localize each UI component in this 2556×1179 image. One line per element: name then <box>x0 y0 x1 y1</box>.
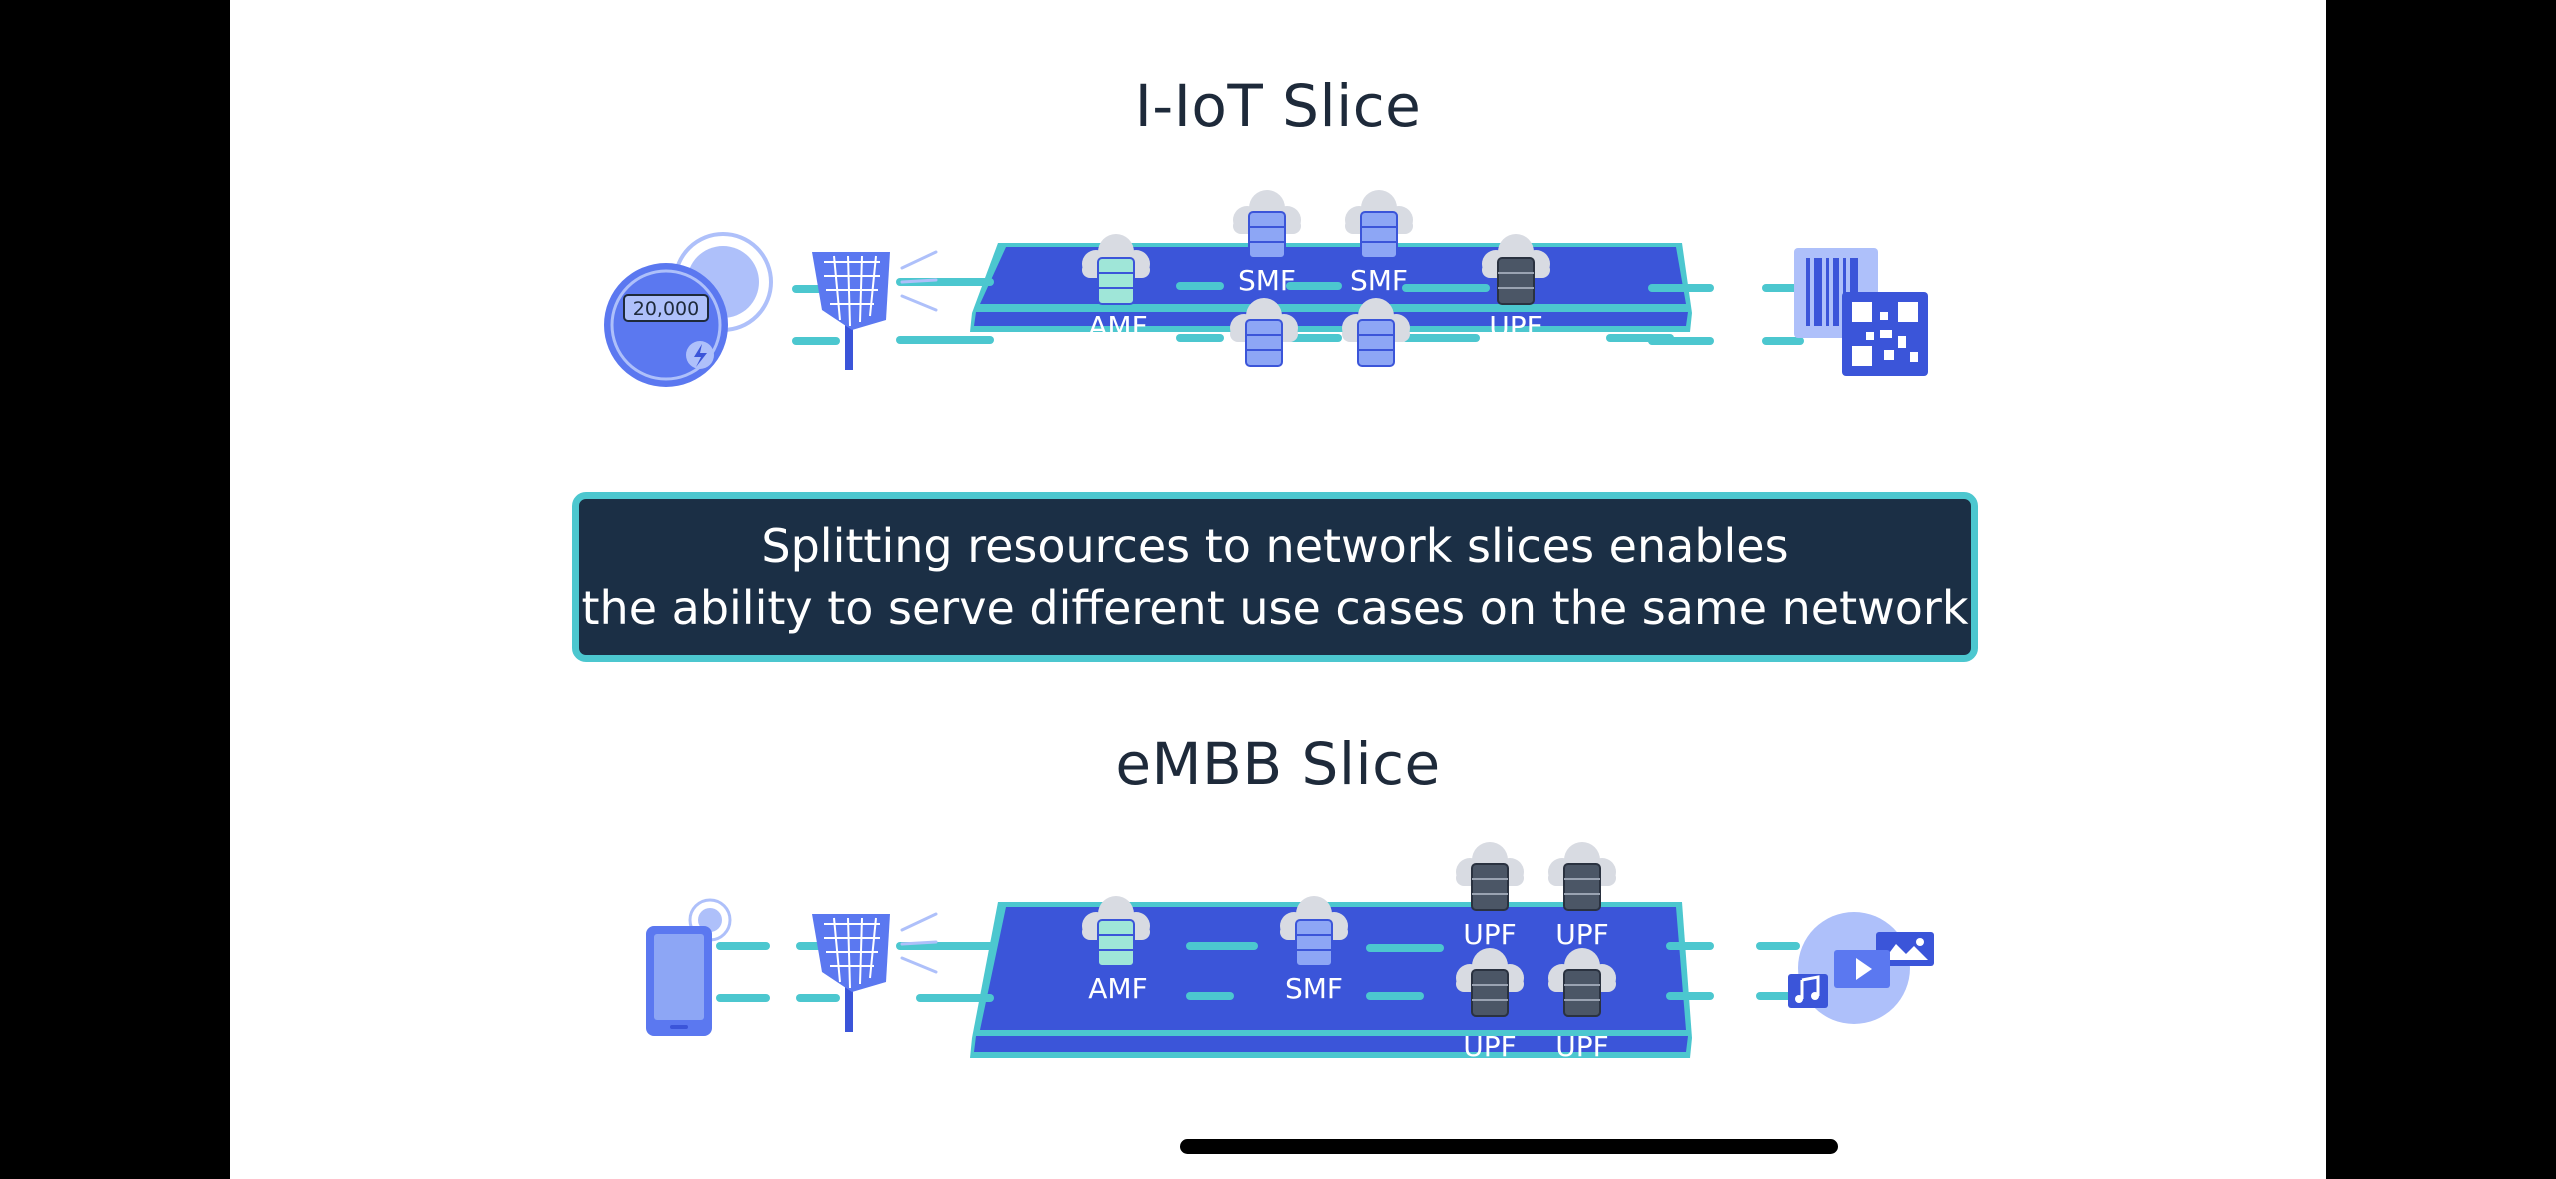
embb-slice-title: eMBB Slice <box>1115 730 1441 798</box>
embb-link-lines <box>716 942 1800 1002</box>
embb-upf-label-2: UPF <box>1555 918 1608 951</box>
antenna-tower-icon <box>812 250 938 370</box>
iiot-amf-node: AMF <box>1082 234 1150 343</box>
iiot-smf-label-3: SMF <box>1235 372 1293 405</box>
smartphone-icon <box>646 898 732 1036</box>
embb-smf-label: SMF <box>1285 972 1343 1005</box>
embb-upf-node-4: UPF <box>1548 948 1616 1063</box>
embb-amf-label: AMF <box>1088 972 1147 1005</box>
smart-meter-icon: 20,000 <box>604 232 773 387</box>
barcode-qr-icon <box>1794 248 1928 376</box>
iiot-slice-group: 20,000 <box>604 190 1928 405</box>
iiot-platform-edge-inner <box>974 312 1688 326</box>
embb-smf-node: SMF <box>1280 896 1348 1005</box>
iiot-smf-node-4: SMF <box>1342 298 1410 405</box>
antenna-tower-icon <box>812 912 938 1032</box>
network-slices-diagram: 20,000 <box>604 190 1934 1063</box>
iiot-upf-node: UPF <box>1482 234 1550 343</box>
iiot-smf-node-1: SMF <box>1233 190 1301 297</box>
embb-upf-node-2: UPF <box>1548 842 1616 951</box>
iiot-link-lines <box>792 278 1804 345</box>
slide-canvas: I-IoT Slice <box>230 0 2326 1179</box>
home-indicator-bar[interactable] <box>1180 1139 1838 1154</box>
iiot-smf-label-2: SMF <box>1350 264 1408 297</box>
iiot-slice-title: I-IoT Slice <box>1134 72 1422 140</box>
message-line-1: Splitting resources to network slices en… <box>761 519 1789 573</box>
embb-slice-group: AMF SMF UPF UPF <box>646 842 1934 1063</box>
media-cards-icon <box>1788 912 1934 1024</box>
iiot-smf-node-2: SMF <box>1345 190 1413 297</box>
embb-amf-node: AMF <box>1082 896 1150 1005</box>
iiot-amf-label: AMF <box>1088 310 1147 343</box>
embb-upf-node-1: UPF <box>1456 842 1524 951</box>
embb-upf-label-4: UPF <box>1555 1030 1608 1063</box>
message-line-2: the ability to serve different use cases… <box>581 581 1969 635</box>
iiot-smf-node-3: SMF <box>1230 298 1298 405</box>
embb-upf-label-1: UPF <box>1463 918 1516 951</box>
iiot-smf-label-4: SMF <box>1347 372 1405 405</box>
embb-upf-label-3: UPF <box>1463 1030 1516 1063</box>
embb-upf-node-3: UPF <box>1456 948 1524 1063</box>
iiot-upf-label: UPF <box>1489 310 1542 343</box>
meter-reading: 20,000 <box>633 298 699 320</box>
message-banner: Splitting resources to network slices en… <box>572 492 1978 662</box>
embb-platform <box>980 907 1686 1030</box>
embb-platform-edge-inner <box>974 1036 1688 1052</box>
iiot-smf-label-1: SMF <box>1238 264 1296 297</box>
